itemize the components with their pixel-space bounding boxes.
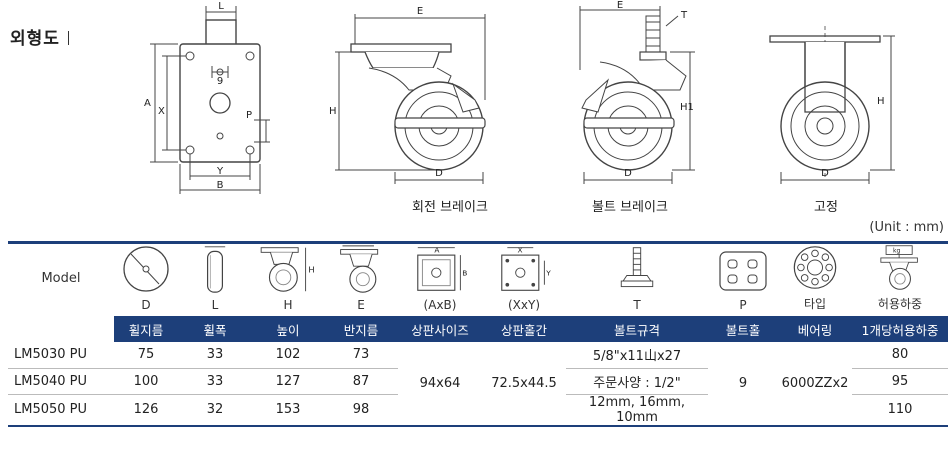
swivel-brake-drawing: E H D	[329, 6, 486, 184]
header-hole-pitch: 상판홀간	[482, 316, 566, 342]
bolt-brake-caption: 볼트 브레이크	[592, 200, 668, 215]
bearing-value: 6000ZZx2	[778, 342, 852, 427]
header-bolt-spec: 볼트규격	[566, 316, 708, 342]
dim-d2: D	[624, 168, 632, 179]
header-load: 1개당허용하중	[852, 316, 948, 342]
dim-h: H	[329, 106, 337, 117]
header-offset: 반지름	[324, 316, 398, 342]
height-icon: H	[260, 247, 315, 292]
load-capacity-icon: kg	[880, 245, 918, 290]
swivel-brake-caption: 회전 브레이크	[412, 200, 488, 215]
svg-text:A: A	[434, 245, 439, 254]
bolt-icon	[620, 247, 654, 288]
dim-l: L	[218, 1, 224, 12]
dim-b: B	[217, 180, 224, 191]
fixed-caption: 고정	[814, 200, 838, 215]
dim-h3: H	[877, 96, 885, 107]
svg-text:B: B	[462, 268, 467, 277]
dim-d3: D	[821, 168, 829, 179]
dim-p: P	[246, 110, 252, 121]
wheel-width-icon	[204, 246, 226, 293]
dim-e2: E	[617, 0, 623, 11]
model-label: Model	[41, 270, 81, 286]
unit-note: (Unit : mm)	[869, 220, 944, 235]
dim-h1: H1	[680, 102, 694, 113]
table-row: LM5030 PU 75 33 102 73 94x64 72.5x44.5 5…	[8, 342, 948, 427]
offset-icon	[340, 245, 379, 293]
dim-y: Y	[216, 166, 224, 177]
dim-t: T	[680, 10, 688, 21]
svg-text:Y: Y	[545, 268, 551, 277]
bolt-hole-value: 9	[708, 342, 778, 427]
plate-drawing: L 9 A X P Y B	[144, 1, 270, 194]
table-row: LM5050 PU 126 32 153 98 12mm, 16mm, 10mm…	[8, 394, 948, 427]
plate-size-value: 94x64	[398, 342, 482, 427]
bearing-icon	[793, 246, 837, 289]
svg-text:X: X	[518, 245, 523, 254]
plate-size-icon: AB	[417, 245, 467, 291]
header-height: 높이	[252, 316, 324, 342]
header-plate-size: 상판사이즈	[398, 316, 482, 342]
bolt-brake-drawing: E T H1 D	[579, 0, 695, 184]
table-row: LM5040 PU 100 33 127 87 주문사양 : 1/2" 95	[8, 368, 948, 395]
hole-pitch-value: 72.5x44.5	[482, 342, 566, 427]
dim-9: 9	[217, 76, 223, 87]
header-bearing: 베어링	[778, 316, 852, 342]
fixed-drawing: H D	[769, 26, 895, 184]
header-bolt-hole: 볼트홀	[708, 316, 778, 342]
header-wheel-width: 휠폭	[178, 316, 252, 342]
dim-d: D	[435, 168, 443, 179]
svg-text:H: H	[308, 265, 314, 275]
bolt-hole-icon	[719, 251, 767, 291]
dim-a: A	[144, 98, 151, 109]
dim-x: X	[158, 106, 165, 117]
dim-e: E	[417, 6, 423, 17]
svg-text:kg: kg	[893, 248, 901, 255]
header-wheel-diameter: 휠지름	[114, 316, 178, 342]
hole-pitch-icon: XY	[501, 245, 551, 291]
section-title: 외형도	[10, 24, 69, 49]
wheel-diameter-icon	[123, 246, 169, 292]
